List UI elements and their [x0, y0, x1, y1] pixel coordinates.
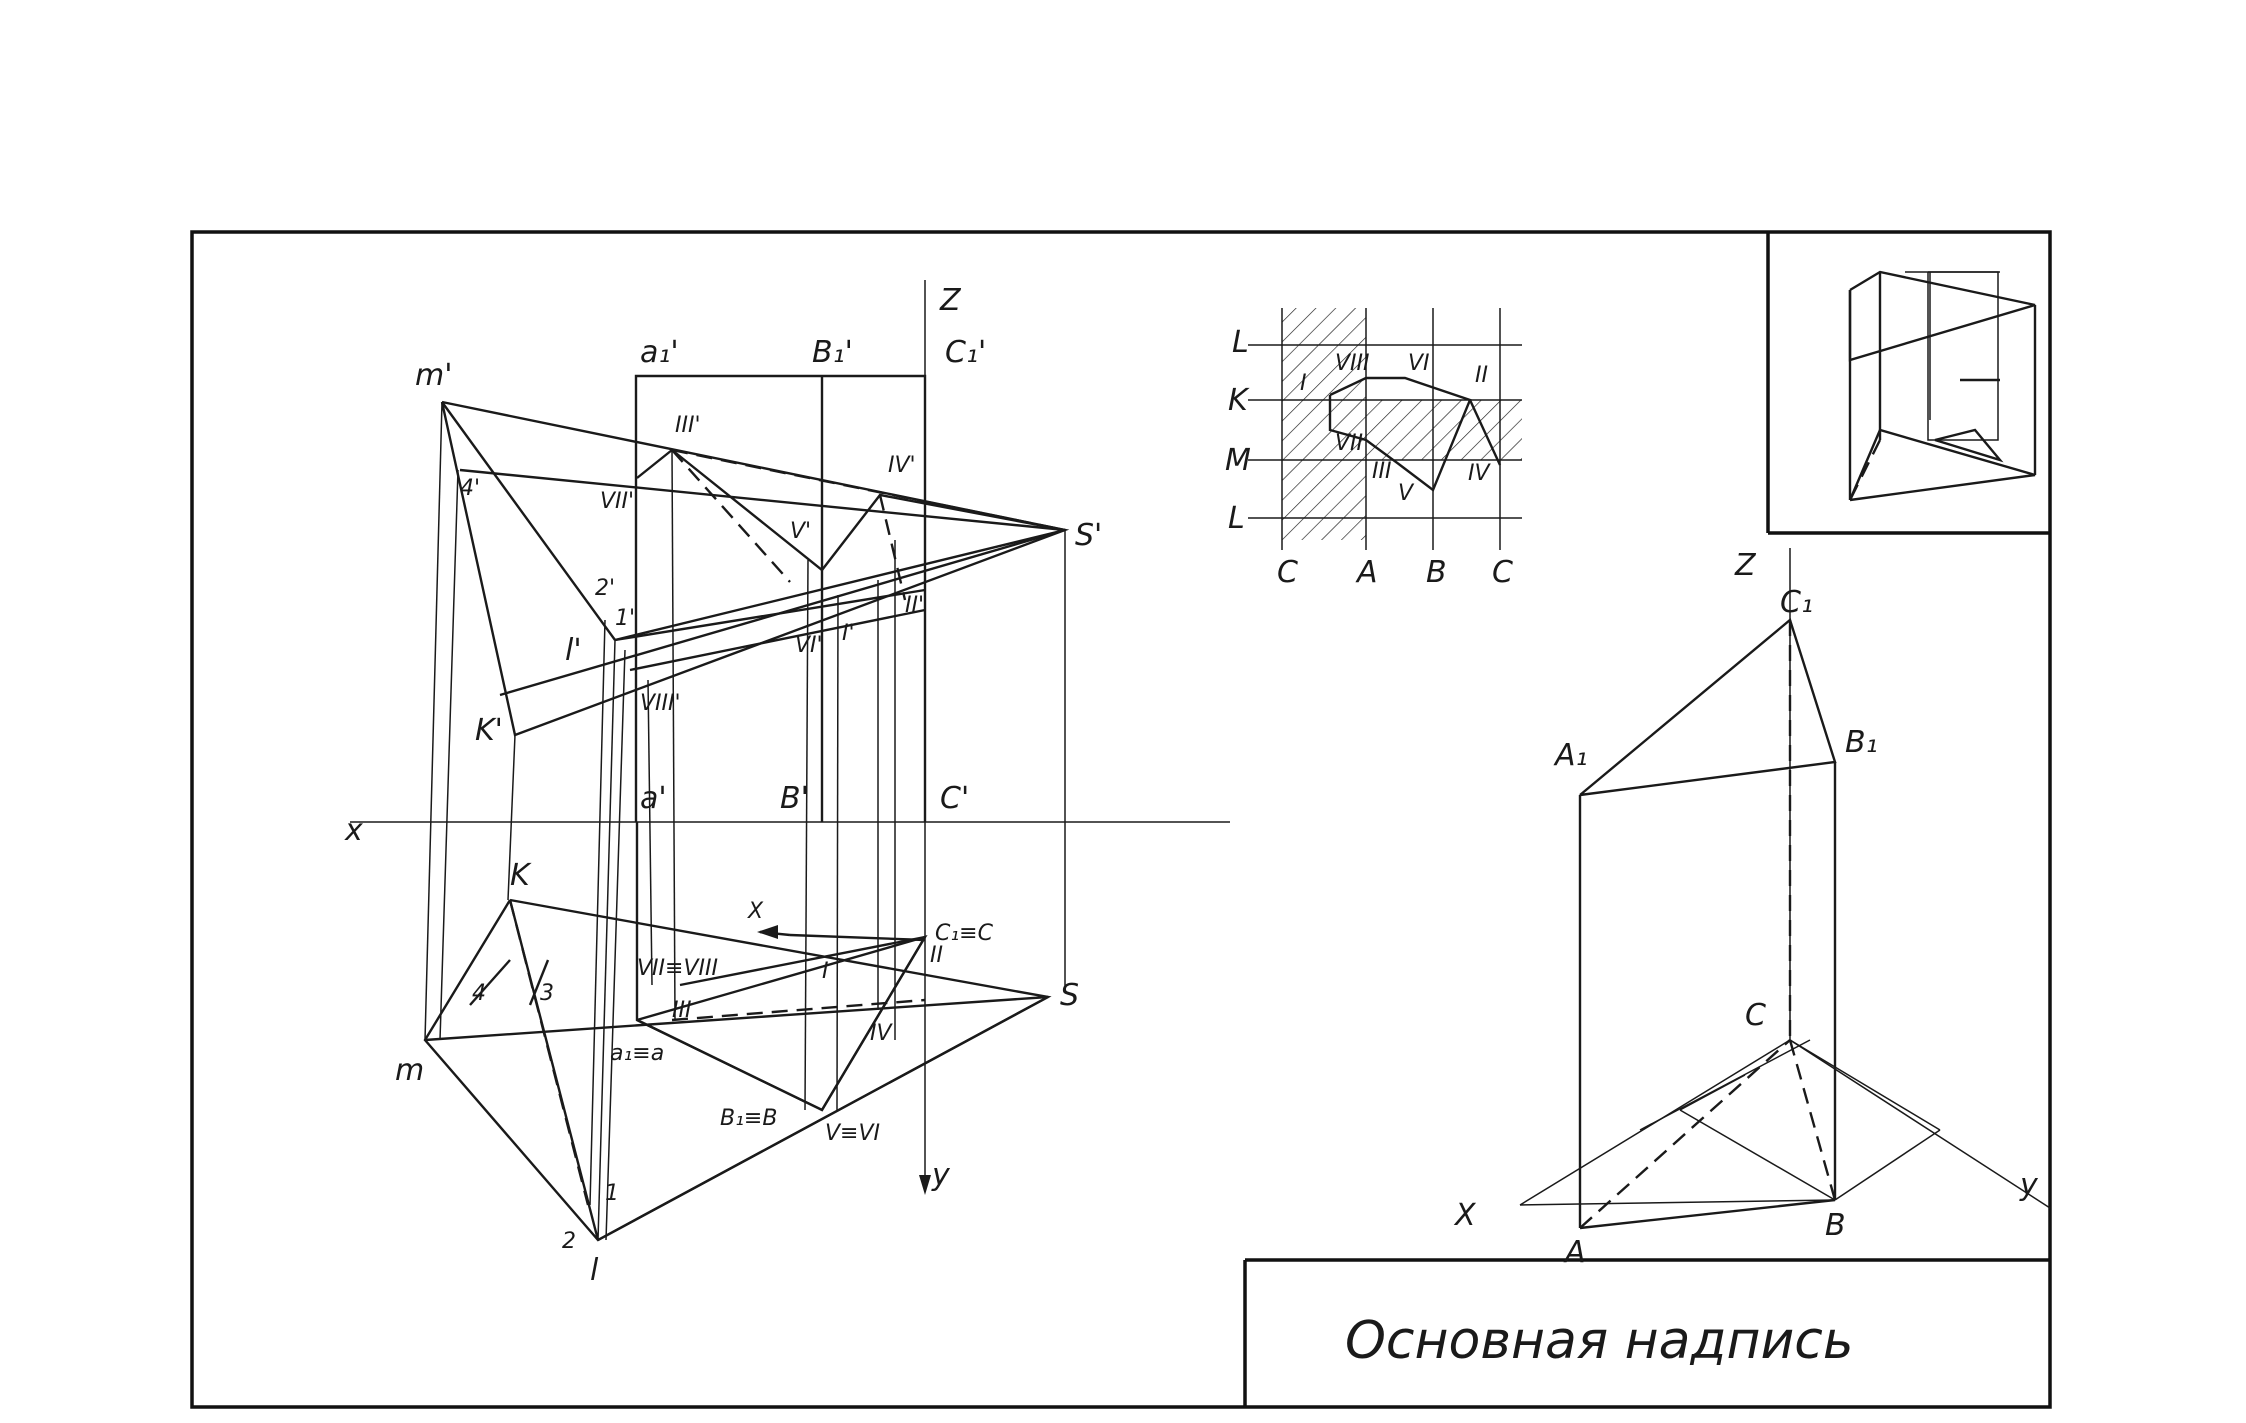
label-i-frontal: I'	[842, 621, 855, 646]
label-y-axis: y	[931, 1158, 951, 1193]
label-c-horizontal: C₁≡C	[935, 921, 994, 946]
label-v-vi-horizontal: V≡VI	[825, 1121, 880, 1146]
label-b-horizontal: B₁≡B	[720, 1106, 777, 1131]
label-l-horizontal: l	[590, 1253, 599, 1288]
label-s-frontal: S'	[1075, 518, 1102, 553]
dev-point-v: V	[1398, 481, 1415, 506]
iso-label-x: X	[1453, 1198, 1477, 1233]
dev-col-label-1: C	[1277, 555, 1298, 590]
label-k-horizontal: K	[510, 858, 532, 893]
label-iv-frontal: IV'	[888, 453, 916, 478]
dev-point-vii: VII	[1335, 431, 1363, 456]
label-x-axis: x	[344, 813, 363, 848]
label-viii-frontal: VIII'	[640, 691, 681, 716]
iso-label-b: B	[1825, 1208, 1846, 1243]
dev-col-label-2: A	[1355, 555, 1378, 590]
label-1-frontal: 1'	[615, 606, 635, 631]
thumbnail-3d-view	[1848, 270, 2037, 502]
dev-col-label-4: C	[1492, 555, 1513, 590]
label-b1-frontal: B₁'	[812, 335, 853, 370]
iso-label-a1: A₁	[1553, 738, 1588, 773]
dev-row-label-1: L	[1232, 325, 1249, 360]
label-2-frontal: 2'	[595, 576, 615, 601]
label-iii-horizontal: III	[672, 998, 691, 1023]
label-iii-frontal: III'	[675, 413, 701, 438]
dev-point-iii: III	[1372, 459, 1391, 484]
label-b-frontal: B'	[780, 781, 809, 816]
dev-row-label-4: L	[1228, 501, 1245, 536]
dev-point-ii: II	[1475, 363, 1488, 388]
label-z-axis: Z	[939, 283, 962, 318]
label-vii-viii-horizontal: VII≡VIII	[637, 956, 718, 981]
label-4-frontal: 4'	[460, 476, 480, 501]
label-x-arrow: X	[747, 899, 764, 924]
development-diagram: L K M L C A B C VIII VI II I VII III V I…	[1225, 308, 1522, 590]
label-m-frontal: m'	[415, 358, 452, 393]
label-ii-frontal: II'	[905, 593, 924, 618]
title-block-label: Основная надпись	[1345, 1311, 1854, 1371]
label-s-horizontal: S	[1060, 978, 1079, 1013]
label-a-horizontal: a₁≡a	[610, 1041, 664, 1066]
label-2-horizontal: 2	[562, 1229, 576, 1254]
label-a-frontal: a'	[640, 781, 667, 816]
label-vi-frontal: VI'	[795, 633, 823, 658]
iso-label-b1: B₁	[1845, 725, 1878, 760]
label-m-horizontal: m	[395, 1053, 424, 1088]
dev-row-label-2: K	[1228, 383, 1250, 418]
iso-label-c1: C₁	[1780, 585, 1813, 620]
label-c1-frontal: C₁'	[945, 335, 986, 370]
sheet-frame	[190, 230, 2052, 1409]
label-l-frontal: l'	[565, 633, 582, 668]
label-i-horizontal: I	[822, 959, 829, 984]
iso-label-c: C	[1745, 998, 1766, 1033]
iso-label-y: y	[2019, 1168, 2039, 1203]
dev-point-i: I	[1300, 371, 1307, 396]
isometric-view: Z C₁ A₁ B₁ C A B X y	[1453, 548, 2051, 1270]
dev-point-vi: VI	[1408, 351, 1430, 376]
label-3-horizontal: 3	[540, 981, 554, 1006]
iso-label-z: Z	[1734, 548, 1757, 583]
horizontal-labels: K m l S 4 3 1 2 a₁≡a B₁≡B C₁≡C VII≡VIII …	[344, 283, 1079, 1288]
label-vii-frontal: VII'	[600, 489, 634, 514]
label-4-horizontal: 4	[472, 981, 486, 1006]
label-c-frontal: C'	[940, 781, 969, 816]
label-k-frontal: K'	[475, 713, 503, 748]
label-1-horizontal: 1	[605, 1181, 619, 1206]
label-iv-horizontal: IV	[870, 1021, 893, 1046]
dev-point-iv: IV	[1468, 461, 1491, 486]
dev-col-label-3: B	[1426, 555, 1447, 590]
label-a1-frontal: a₁'	[640, 335, 679, 370]
dev-row-label-3: M	[1225, 443, 1251, 478]
orthographic-projections	[350, 280, 1230, 1242]
label-v-frontal: V'	[790, 519, 811, 544]
dev-point-viii: VIII	[1335, 351, 1370, 376]
label-ii-horizontal: II	[930, 943, 943, 968]
frontal-labels: m' K' l' S' a₁' B₁' C₁' a' B' C' 4' 2' 1…	[415, 335, 1102, 816]
iso-label-a: A	[1563, 1235, 1586, 1270]
